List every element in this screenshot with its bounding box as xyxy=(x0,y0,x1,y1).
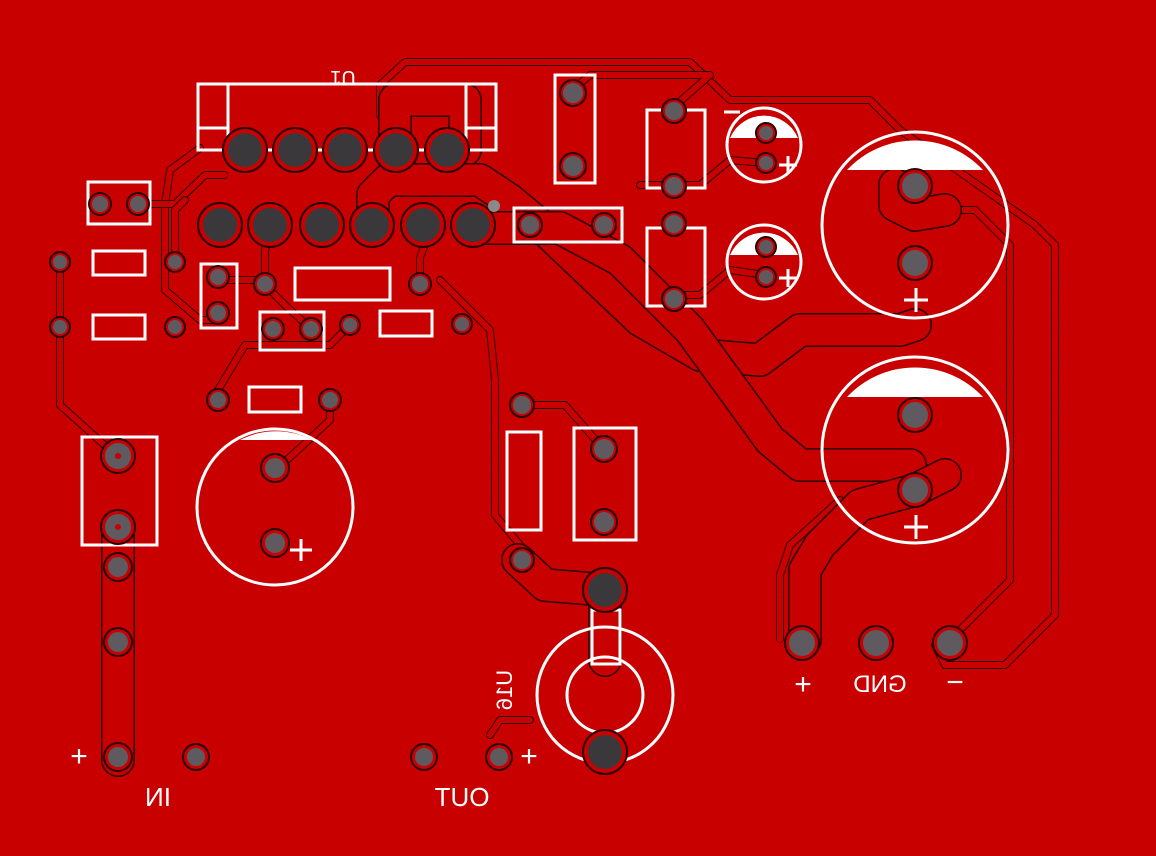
power-traces xyxy=(101,83,962,777)
plus-power-label: + xyxy=(794,668,812,701)
labels: U1 U16 IN OUT + + + GND − xyxy=(70,66,964,812)
in-label: IN xyxy=(145,782,171,812)
plus-out-label: + xyxy=(520,740,538,773)
plus-in-label: + xyxy=(70,740,88,773)
u16-label: U16 xyxy=(492,670,517,710)
minus-power-label: − xyxy=(946,666,964,699)
u1-label: U1 xyxy=(330,66,356,88)
out-label: OUT xyxy=(434,782,489,812)
silkscreen xyxy=(80,73,1010,765)
gnd-label: GND xyxy=(853,671,906,698)
pads xyxy=(49,79,968,775)
